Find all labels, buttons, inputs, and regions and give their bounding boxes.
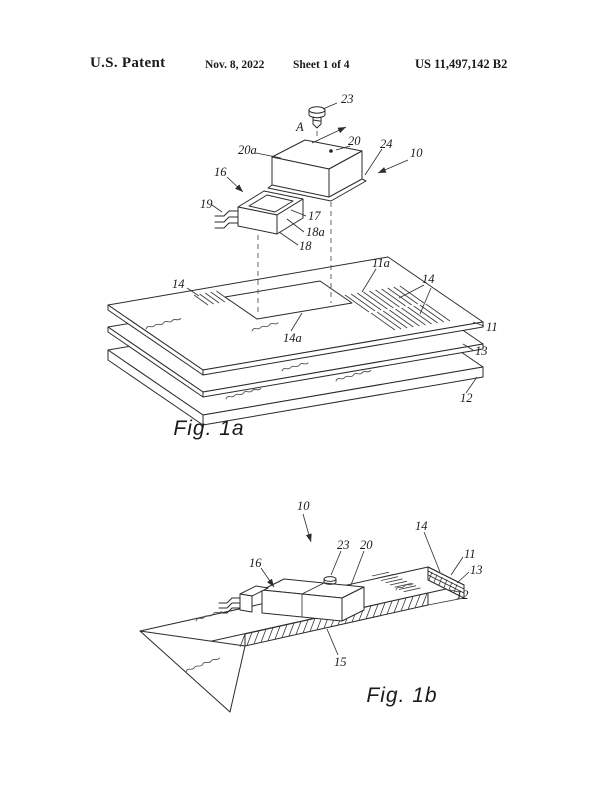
label-23b: 23: [330, 538, 350, 576]
ref-label-10: 10: [410, 146, 423, 160]
ref-label-14-left: 14: [172, 277, 185, 291]
plate-11-opening: [224, 280, 353, 320]
patent-header-date: Nov. 8, 2022: [205, 59, 265, 71]
ref-label-23: 23: [341, 92, 354, 106]
ref-label-14-right: 14: [422, 272, 435, 286]
label-12: 12: [460, 376, 478, 405]
ref-label-24: 24: [380, 137, 393, 151]
mounted-frame-clip: [218, 585, 269, 614]
mounted-cover-box: [261, 578, 365, 622]
ref-label-20: 20: [348, 134, 361, 148]
ref-label-23b: 23: [337, 538, 350, 552]
label-section-a: A: [295, 120, 347, 144]
patent-header-sheet: Sheet 1 of 4: [293, 59, 350, 71]
vent-slots-right-2: [370, 303, 451, 331]
label-11: 11: [472, 320, 498, 334]
label-15b: 15: [326, 628, 347, 669]
ref-label-18: 18: [299, 239, 312, 253]
label-20: 20: [335, 134, 361, 151]
screw-23: [308, 106, 326, 129]
label-18a: 18a: [286, 218, 325, 239]
ref-label-13b: 13: [470, 563, 483, 577]
label-11b: 11: [450, 547, 476, 576]
projection-lines: [257, 131, 332, 313]
cover-flange-24: [267, 178, 367, 202]
ref-label-17: 17: [308, 209, 321, 223]
figure-1b-drawing: 10 23 20 16 14 11 13 12: [139, 499, 483, 713]
label-13: 13: [462, 343, 488, 358]
label-14a: 14a: [283, 312, 303, 345]
label-10: 10: [377, 146, 423, 174]
label-16: 16: [214, 165, 244, 193]
label-13b: 13: [456, 563, 483, 584]
label-18: 18: [278, 231, 312, 253]
ref-label-18a: 18a: [306, 225, 325, 239]
label-16b: 16: [249, 556, 275, 588]
end-stack-hatch: [428, 571, 458, 593]
patent-header-number: US 11,497,142 B2: [415, 57, 508, 71]
ref-label-11a: 11a: [372, 256, 390, 270]
frame-leads-19: [214, 210, 239, 229]
label-19: 19: [200, 197, 223, 213]
ref-label-a: A: [295, 120, 304, 134]
ref-label-16b: 16: [249, 556, 262, 570]
label-screw-23: 23: [322, 92, 354, 110]
ref-label-16: 16: [214, 165, 227, 179]
plate-11: [107, 256, 484, 376]
ref-label-12b: 12: [456, 588, 469, 602]
label-24: 24: [364, 137, 393, 176]
label-14b: 14: [415, 519, 441, 573]
mounted-frame-leads: [218, 597, 241, 614]
ref-label-10b: 10: [297, 499, 310, 513]
ref-label-14a: 14a: [283, 331, 302, 345]
ref-label-20b: 20: [360, 538, 373, 552]
label-11a: 11a: [361, 256, 390, 293]
figure-1a-caption: Fig. 1a: [173, 417, 244, 440]
board-front-wedge: [139, 630, 246, 713]
label-12b: 12: [449, 588, 469, 602]
label-10b: 10: [297, 499, 312, 543]
cover-box-20: [267, 139, 367, 202]
label-20b: 20: [350, 538, 373, 586]
frame-clip-16: [214, 190, 304, 235]
ref-label-15b: 15: [334, 655, 347, 669]
ref-label-11b: 11: [464, 547, 476, 561]
ref-label-11: 11: [486, 320, 498, 334]
label-20a: 20a: [238, 143, 282, 159]
mounted-screw: [323, 576, 337, 585]
vent-slots-left: [193, 290, 231, 306]
label-14-right: 14: [398, 272, 435, 315]
vent-slots: [371, 571, 421, 593]
ref-label-14b: 14: [415, 519, 428, 533]
ref-label-19: 19: [200, 197, 213, 211]
vent-slots-right-1: [344, 285, 425, 313]
ref-label-13: 13: [475, 344, 488, 358]
ref-label-20a: 20a: [238, 143, 257, 157]
ref-label-12: 12: [460, 391, 473, 405]
patent-header-title: U.S. Patent: [90, 55, 166, 71]
label-17: 17: [290, 209, 321, 223]
label-14-left: 14: [172, 277, 200, 297]
figure-1b-caption: Fig. 1b: [366, 684, 437, 707]
figure-1a-drawing: 23 A 20a 20 24 10 16 19: [107, 92, 498, 440]
cover-screw-hole: [329, 149, 333, 153]
